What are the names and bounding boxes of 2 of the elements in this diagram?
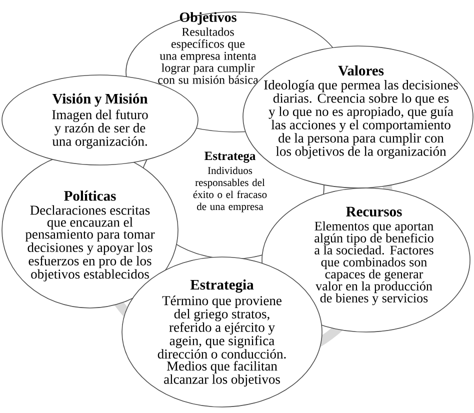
node-label: Recursos (346, 206, 402, 217)
node-label: Estrategia (190, 279, 254, 293)
